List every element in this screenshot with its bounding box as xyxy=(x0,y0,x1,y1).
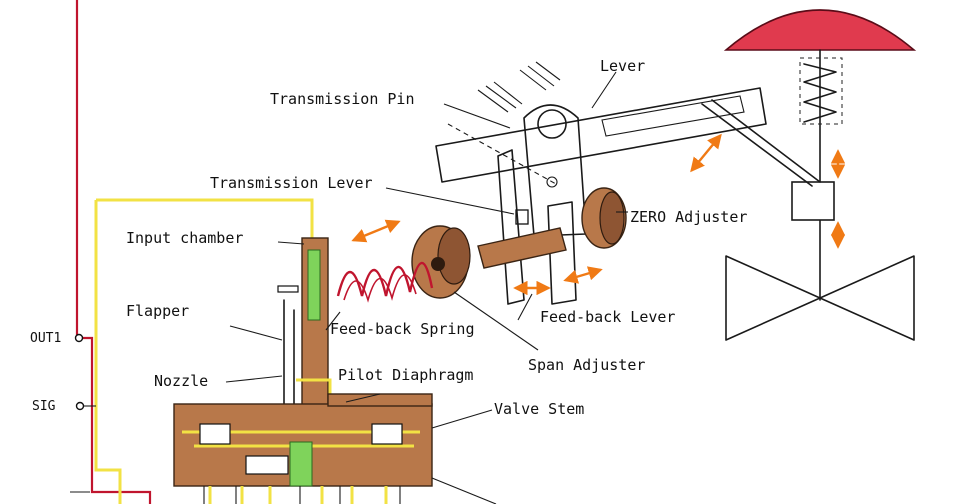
feedback-motion-arrow-right xyxy=(563,266,603,284)
lever-arm xyxy=(435,87,767,183)
label-nozzle: Nozzle xyxy=(154,372,208,390)
label-feedback-spring: Feed-back Spring xyxy=(330,320,475,338)
label-zero-adjuster: ZERO Adjuster xyxy=(630,208,747,226)
label-span-adjuster: Span Adjuster xyxy=(528,356,645,374)
label-flapper: Flapper xyxy=(126,302,189,320)
stem-connector-block xyxy=(791,181,835,221)
actuator-diaphragm xyxy=(723,9,917,51)
leader-lines xyxy=(225,71,628,504)
pilot-valve-green xyxy=(289,441,313,487)
sig-terminal-dot xyxy=(75,401,85,411)
label-input-chamber: Input chamber xyxy=(126,229,243,247)
transmission-pin-line xyxy=(447,123,557,185)
pilot-relay xyxy=(173,237,433,504)
span-adjuster-assembly xyxy=(336,225,567,303)
input-chamber-green xyxy=(307,249,321,321)
lever-mechanism xyxy=(351,61,821,305)
signal-yellow-wire xyxy=(94,200,122,504)
transmission-lever xyxy=(523,104,587,237)
valve-body-left xyxy=(725,255,821,341)
actuator xyxy=(723,9,917,341)
signal-yellow-top xyxy=(96,198,314,240)
actuator-spring xyxy=(803,63,837,123)
span-rod xyxy=(477,227,567,269)
out-red-wire xyxy=(75,0,152,504)
label-pilot-diaphragm: Pilot Diaphragm xyxy=(338,366,473,384)
feedback-lever xyxy=(497,149,525,305)
out1-terminal-dot xyxy=(74,333,84,343)
label-feedback-lever: Feed-back Lever xyxy=(540,308,675,326)
feedback-spring-coil xyxy=(336,261,434,297)
lever-motion-arrow xyxy=(690,133,722,173)
label-lever: Lever xyxy=(600,57,645,75)
valve-body-right xyxy=(819,255,915,341)
out1-label: OUT1 xyxy=(30,331,61,346)
label-transmission-lever: Transmission Lever xyxy=(210,174,373,192)
lever-pivot xyxy=(537,109,567,139)
label-transmission-pin: Transmission Pin xyxy=(270,90,415,108)
sig-label: SIG xyxy=(32,399,56,414)
label-valve-stem: Valve Stem xyxy=(494,400,584,418)
external-wiring: OUT1 SIG xyxy=(30,0,314,504)
lever-link-rod xyxy=(701,103,813,187)
labels: Lever Transmission Pin Transmission Leve… xyxy=(126,57,747,418)
spring-motion-arrow xyxy=(351,219,401,243)
